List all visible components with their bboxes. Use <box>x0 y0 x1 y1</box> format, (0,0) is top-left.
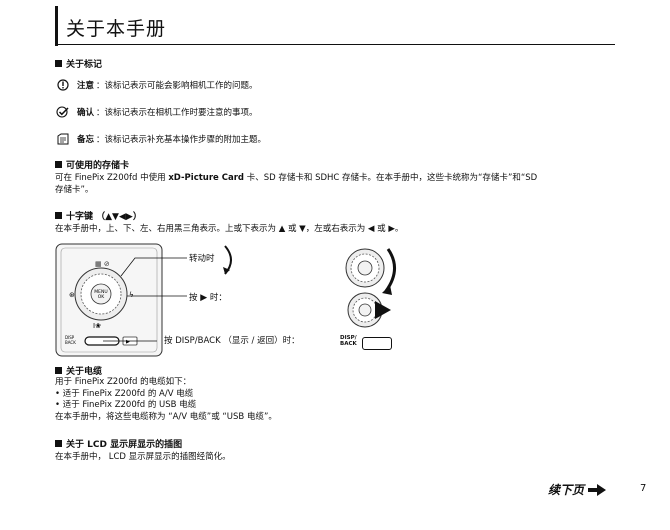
camera-ok-label: OK <box>98 294 106 300</box>
svg-text:⊛: ⊛ <box>69 291 75 299</box>
square-bullet-icon <box>55 60 62 67</box>
card-paragraph: 可在 FinePix Z200fd 中使用 xD-Picture Card 卡、… <box>55 173 538 195</box>
note-check: 确认 ：该标记表示在相机工作时要注意的事项。 <box>55 106 258 118</box>
square-bullet-icon <box>55 440 62 447</box>
caution-icon <box>55 79 71 91</box>
square-bullet-icon <box>55 212 62 219</box>
check-icon <box>55 106 71 118</box>
page-number: 7 <box>640 483 647 494</box>
svg-text:Ⅰ❀: Ⅰ❀ <box>93 322 101 330</box>
continue-link[interactable]: 续下页 <box>548 481 607 498</box>
section-heading-cable: 关于电缆 <box>55 364 102 377</box>
svg-text:▶: ▶ <box>126 339 130 345</box>
square-bullet-icon <box>55 367 62 374</box>
dial-press-right-illustration <box>347 292 391 328</box>
section-heading-lcd: 关于 LCD 显示屏显示的插图 <box>55 437 182 450</box>
camera-menu-label: MENU <box>94 289 107 295</box>
title-rule <box>55 44 615 45</box>
dial-rotate-illustration <box>345 248 396 295</box>
note-memo: 备忘 ：该标记表示补充基本操作步骤的附加主题。 <box>55 133 266 145</box>
keys-paragraph: 在本手册中，上、下、左、右用黑三角表示。上或下表示为 ▲ 或 ▼，左或右表示为 … <box>55 224 404 234</box>
camera-back-label: BACK <box>65 340 76 345</box>
rotate-label: 转动时 <box>189 254 215 264</box>
section-heading-keys: 十字键 （▲▼◀▶） <box>55 209 142 222</box>
disp-back-caption: DISP/ BACK <box>340 335 357 347</box>
cable-paragraph: 用于 FinePix Z200fd 的电缆如下： • 适于 FinePix Z2… <box>55 377 277 422</box>
lcd-paragraph: 在本手册中， LCD 显示屏显示的插图经简化。 <box>55 452 231 462</box>
press-right-label: 按 ▶ 时： <box>189 293 227 303</box>
section-heading-marks: 关于标记 <box>55 57 102 70</box>
press-disp-label: 按 DISP/BACK （显示 / 返回）时： <box>164 336 300 346</box>
square-bullet-icon <box>55 161 62 168</box>
title-bar <box>55 6 58 46</box>
memo-icon <box>55 133 71 145</box>
svg-text:▦ ⊘: ▦ ⊘ <box>95 260 110 268</box>
section-heading-card: 可使用的存储卡 <box>55 158 129 171</box>
camera-disp-label: DISP <box>65 335 75 340</box>
arrow-right-icon <box>588 483 607 496</box>
svg-text:ϟ: ϟ <box>129 291 134 299</box>
page-title: 关于本手册 <box>66 18 167 40</box>
note-caution: 注意 ：该标记表示可能会影响相机工作的问题。 <box>55 79 258 91</box>
disp-back-button-icon <box>362 337 392 350</box>
camera-back-illustration: ▦ ⊘ MENU OK ⊛ ϟ Ⅰ❀ DISP BACK ▶ <box>55 243 232 357</box>
